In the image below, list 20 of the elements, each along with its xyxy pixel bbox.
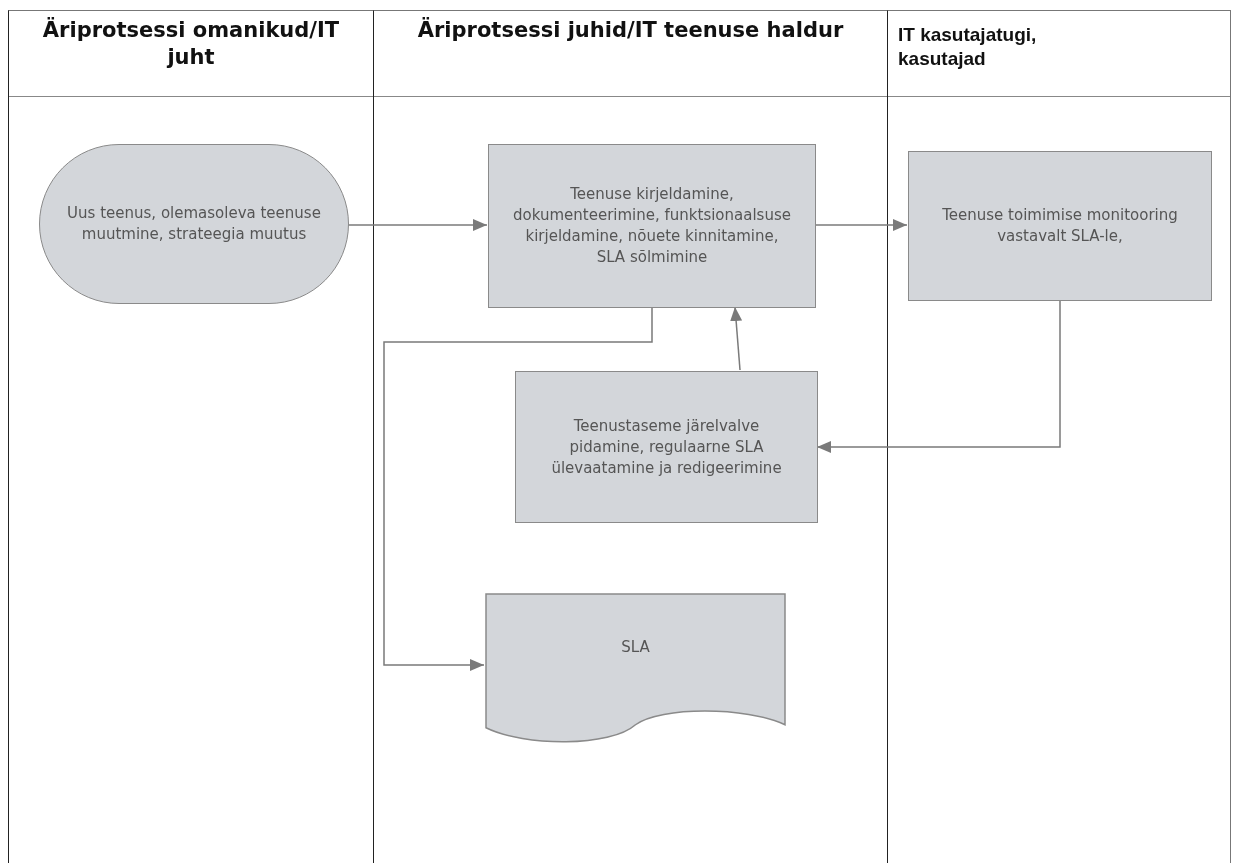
swimlane: [887, 10, 1231, 863]
lane-title: Äriprotsessi juhid/IT teenuse haldur: [416, 17, 845, 44]
node-text: Teenuse toimimise monitooring vastavalt SLA-le,: [941, 205, 1179, 247]
arrow: [730, 306, 743, 371]
process-box: [488, 144, 816, 308]
process-box: [908, 151, 1212, 301]
process-box: [515, 371, 818, 523]
node-text: Teenuse kirjeldamine, dokumenteerimine, funktsionaalsuse kirjeldamine, nõuete kinnitamine, SLA sõlmimine: [512, 184, 792, 268]
lane-title: Äriprotsessi omanikud/IT juht: [41, 17, 341, 71]
swimlane: [373, 10, 887, 863]
node-text: Uus teenus, olemasoleva teenuse muutmine, strateegia muutus: [66, 203, 322, 245]
arrow: [383, 306, 653, 671]
node-text: SLA: [621, 637, 650, 658]
node-text: Teenustaseme järelvalve pidamine, regulaarne SLA ülevaatamine ja redigeerimine: [550, 415, 783, 479]
swimlane: [8, 10, 373, 863]
arrow: [814, 219, 908, 231]
lane-title: IT kasutajatugi, kasutajad: [898, 23, 1038, 71]
arrow: [816, 299, 1061, 453]
document-shape: [485, 593, 786, 745]
arrow: [347, 219, 488, 231]
